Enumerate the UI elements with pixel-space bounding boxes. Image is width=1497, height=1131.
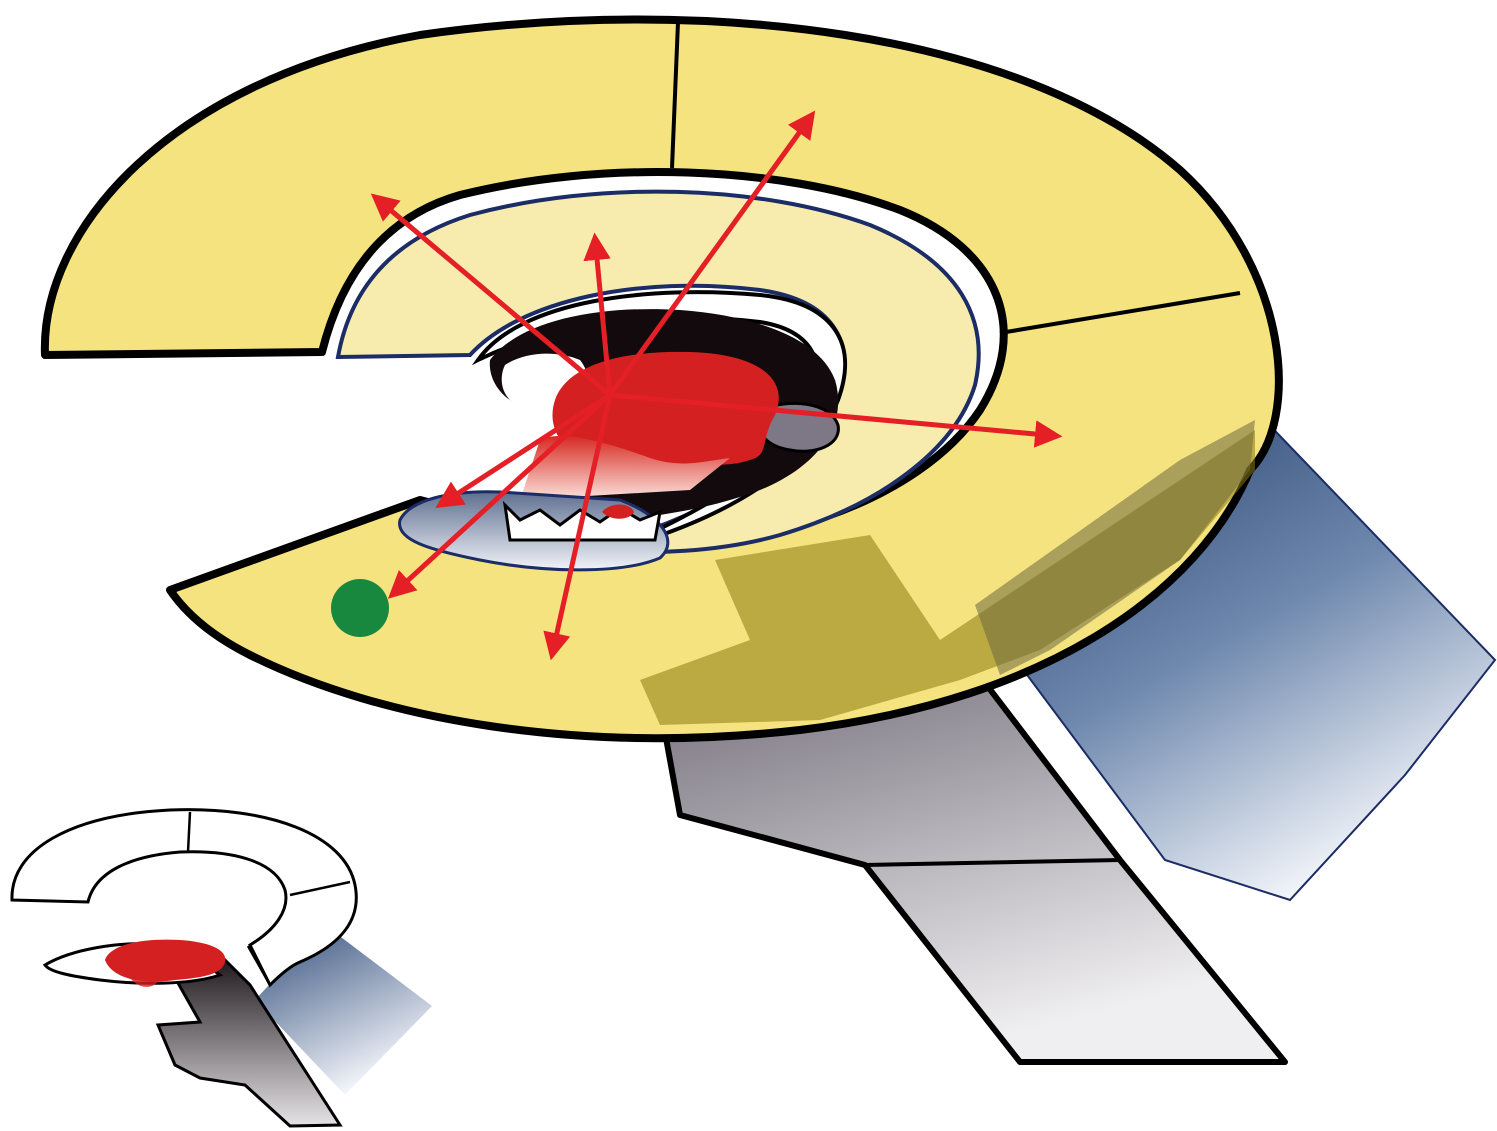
thumbnail-diagram bbox=[12, 810, 432, 1126]
green-marker-icon bbox=[331, 579, 389, 637]
thumbnail-red-region bbox=[105, 940, 225, 982]
